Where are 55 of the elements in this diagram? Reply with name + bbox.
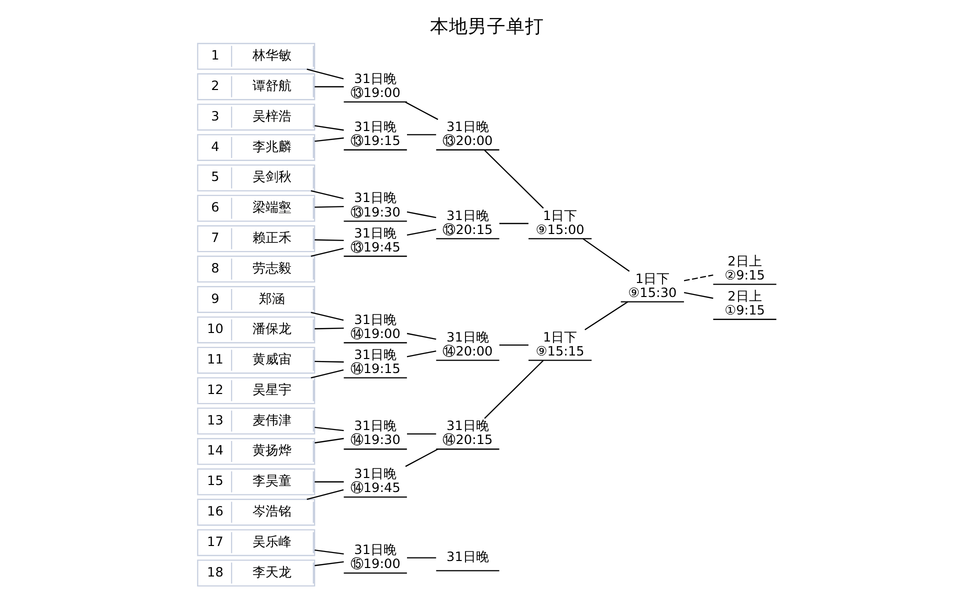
connector: [404, 102, 438, 120]
connector: [584, 301, 628, 330]
connector: [310, 248, 344, 257]
connector: [314, 438, 344, 444]
node-text: 31日晚 ⑬20:00: [442, 120, 492, 149]
connector: [683, 292, 713, 299]
node-text: 31日晚 ⑬19:30: [350, 191, 400, 220]
connector: [498, 222, 528, 224]
node-text: 31日晚 ⑭19:00: [350, 312, 400, 342]
node-text: 31日晚 ⑭20:15: [442, 419, 492, 448]
node-text: 2日上 ①9:15: [724, 289, 764, 318]
connector: [582, 238, 630, 272]
connector: [314, 206, 344, 208]
node-text: 31日晚 ⑭19:30: [350, 419, 400, 448]
connector: [310, 190, 344, 200]
connector: [314, 137, 344, 142]
connector: [406, 134, 436, 136]
connector: [314, 481, 344, 482]
node-text: 31日晚 ⑭19:15: [350, 348, 400, 377]
node-text: 31日晚: [446, 550, 488, 566]
connector: [406, 557, 436, 558]
connector: [314, 426, 344, 432]
connector: [484, 360, 544, 419]
connector: [306, 489, 344, 500]
connector: [314, 239, 344, 242]
connector: [406, 350, 436, 358]
node-text: 1日下 ⑨15:00: [535, 208, 584, 238]
connector: [310, 312, 344, 321]
connector: [314, 125, 344, 131]
connector: [406, 211, 436, 218]
connector: [306, 68, 344, 80]
node-text: 31日晚 ⑬19:00: [350, 72, 400, 102]
connector: [314, 328, 344, 330]
connector: [314, 550, 344, 554]
node-text: 31日晚 ⑭20:00: [442, 330, 492, 360]
connector: [683, 274, 713, 282]
node-text: 2日上 ②9:15: [724, 254, 764, 284]
connector: [314, 86, 344, 88]
node-text: 1日下 ⑨15:30: [628, 272, 676, 301]
connector: [314, 360, 344, 363]
connector: [484, 150, 544, 209]
connector: [406, 332, 436, 340]
connector: [406, 228, 436, 236]
connector: [404, 448, 438, 467]
connector: [498, 344, 528, 346]
node-text: 31日晚 ⑬19:15: [350, 120, 400, 149]
connector: [310, 369, 344, 378]
node-text: 31日晚 ⑮19:00: [350, 543, 400, 572]
node-text: 31日晚 ⑬19:45: [350, 226, 400, 256]
diagram-title: 本地男子单打: [430, 16, 544, 38]
connector: [314, 561, 344, 566]
connector: [406, 433, 436, 435]
node-text: 1日下 ⑨15:15: [535, 330, 584, 360]
node-text: 31日晚 ⑬20:15: [442, 208, 492, 238]
node-text: 31日晚 ⑭19:45: [350, 467, 400, 496]
